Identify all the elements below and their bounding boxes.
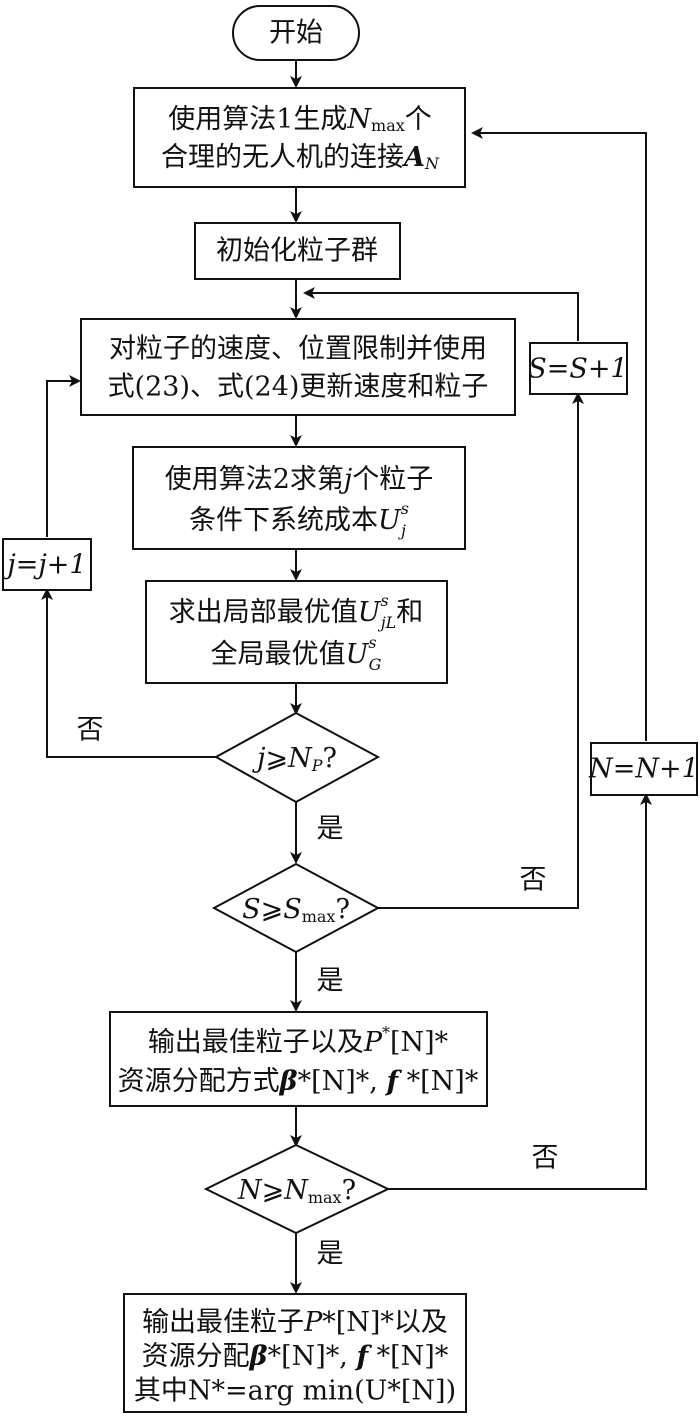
arrow-dec2-no-to-update-S — [378, 392, 584, 909]
dec1-no-label: 否 — [77, 715, 104, 746]
dec3-label: N⩾Nmax? — [237, 1175, 356, 1207]
dec3-yes-label: 是 — [317, 1239, 344, 1270]
box3-line1: 对粒子的速度、位置限制并使用 — [109, 334, 487, 365]
update-S-label: S=S+1 — [528, 354, 627, 385]
update-S-box: S=S+1 — [528, 342, 628, 395]
decision-j-np: j⩾NP? — [213, 711, 381, 804]
start-terminal: 开始 — [232, 5, 360, 61]
box6-line2: 资源分配方式β*[N]*, f *[N]* — [118, 1066, 479, 1097]
arrow-update-N-to-box1 — [471, 127, 647, 741]
final-output-box: 输出最佳粒子P*[N]*以及 资源分配β*[N]*, f *[N]* 其中N*=… — [123, 1293, 467, 1413]
init-swarm-box: 初始化粒子群 — [194, 222, 401, 280]
box7-line2: 资源分配β*[N]*, f *[N]* — [142, 1341, 449, 1372]
update-N-box: N=N+1 — [588, 742, 699, 796]
dec3-no-label: 否 — [532, 1143, 559, 1174]
generate-connections-box: 使用算法1生成Nmax个 合理的无人机的连接AN — [133, 87, 466, 188]
box1-line2: 合理的无人机的连接AN — [161, 142, 440, 173]
output-resource-box: 输出最佳粒子以及P*[N]* 资源分配方式β*[N]*, f *[N]* — [109, 1011, 488, 1107]
box6-line1: 输出最佳粒子以及P*[N]* — [148, 1023, 449, 1058]
arrow-dec3-no-to-update-N — [388, 793, 652, 1190]
decision-n-nmax: N⩾Nmax? — [203, 1143, 391, 1235]
arrow-update-j-to-box3 — [46, 375, 81, 537]
dec2-no-label: 否 — [520, 865, 547, 896]
update-j-label: j=j+1 — [2, 550, 86, 581]
box1-line1: 使用算法1生成Nmax个 — [168, 104, 432, 135]
update-particles-box: 对粒子的速度、位置限制并使用 式(23)、式(24)更新速度和粒子 — [80, 318, 516, 416]
dec2-label: S⩾Smax? — [242, 894, 350, 926]
box2-label: 初始化粒子群 — [216, 236, 378, 267]
dec2-yes-label: 是 — [317, 966, 344, 997]
arrow-update-S-to-box3 — [303, 287, 579, 341]
arrow-dec1-no-to-update-j — [41, 588, 216, 758]
dec1-label: j⩾NP? — [252, 743, 337, 775]
connectors — [41, 60, 652, 1294]
dec1-yes-label: 是 — [317, 814, 344, 845]
decision-s-smax: S⩾Smax? — [211, 862, 381, 954]
update-N-label: N=N+1 — [588, 754, 699, 785]
box3-line2: 式(23)、式(24)更新速度和粒子 — [108, 372, 489, 403]
start-label: 开始 — [269, 18, 323, 49]
box4-line1: 使用算法2求第j个粒子 — [165, 464, 434, 495]
update-j-box: j=j+1 — [2, 538, 92, 591]
box7-line3: 其中N*=arg min(U*[N]) — [134, 1376, 456, 1407]
box7-line1: 输出最佳粒子P*[N]*以及 — [142, 1307, 448, 1338]
